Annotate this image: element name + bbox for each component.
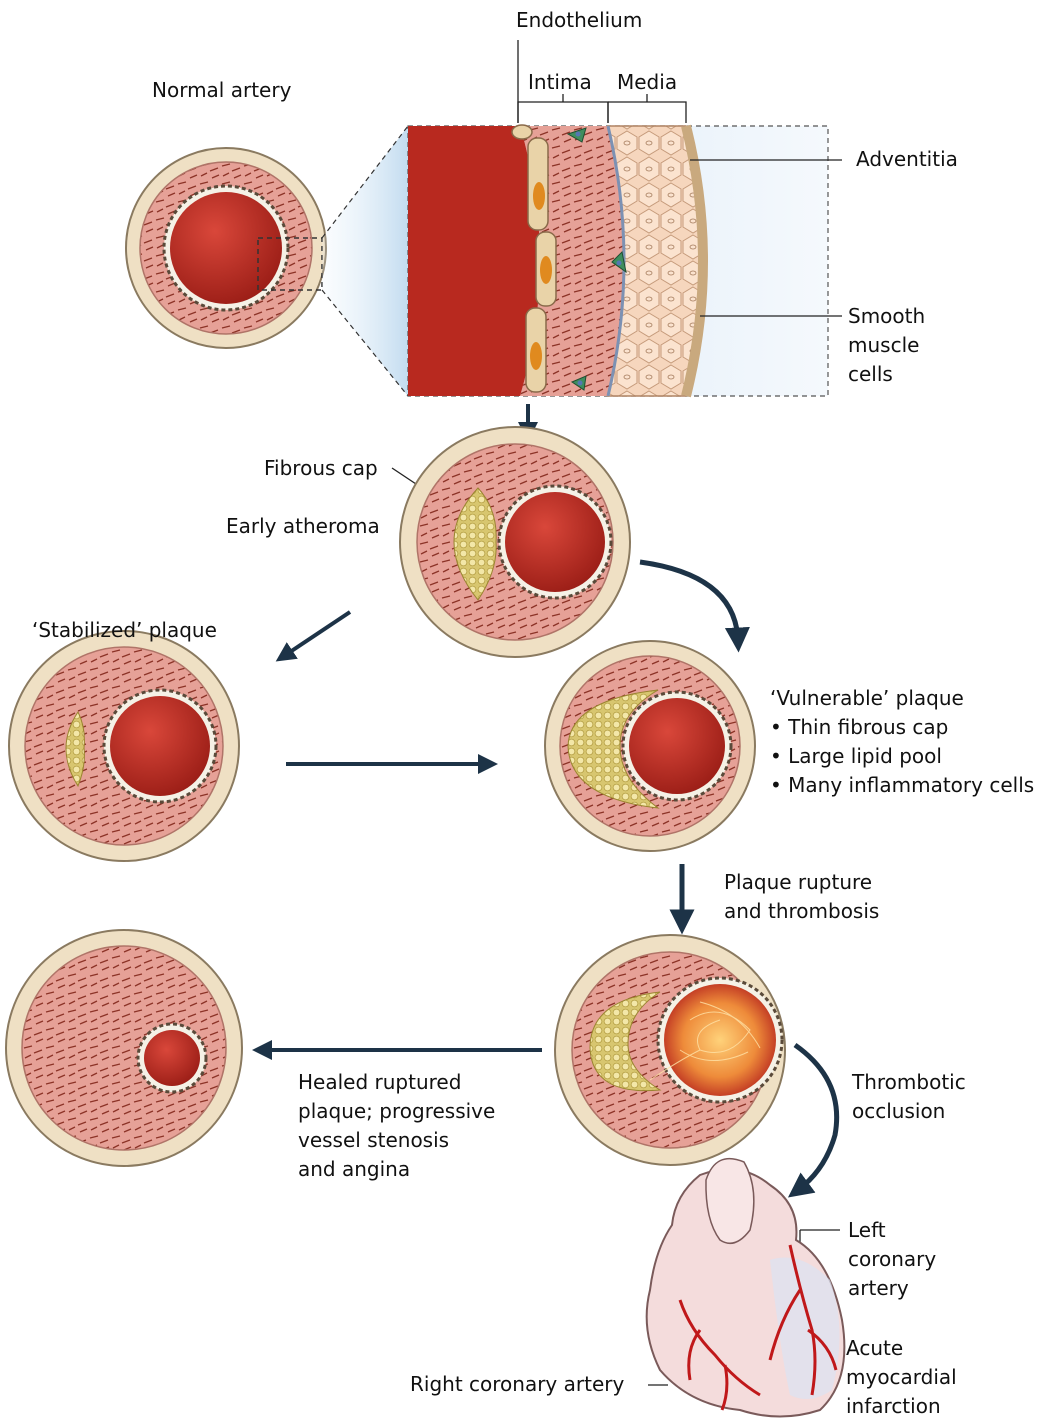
early-atheroma-cross-section bbox=[400, 427, 630, 657]
label-intima: Intima bbox=[528, 68, 592, 97]
arrow-to-occlusion bbox=[795, 1045, 837, 1190]
label-adventitia: Adventitia bbox=[856, 145, 958, 174]
arrow-to-vulnerable bbox=[640, 562, 738, 640]
arrow-to-stabilized bbox=[284, 612, 350, 656]
label-normal-artery: Normal artery bbox=[152, 76, 291, 105]
heart-illustration bbox=[647, 1159, 845, 1417]
zoom-projection bbox=[322, 126, 408, 396]
label-plaque-rupture: Plaque rupture and thrombosis bbox=[724, 868, 879, 926]
feature-item: Many inflammatory cells bbox=[770, 771, 1034, 800]
label-right-coronary-artery: Right coronary artery bbox=[410, 1370, 624, 1399]
feature-item: Large lipid pool bbox=[770, 742, 1034, 771]
label-fibrous-cap: Fibrous cap bbox=[264, 454, 378, 483]
vulnerable-plaque-features: Thin fibrous cap Large lipid pool Many i… bbox=[770, 713, 1034, 800]
label-acute-mi: Acute myocardial infarction bbox=[846, 1334, 957, 1421]
feature-item: Thin fibrous cap bbox=[770, 713, 1034, 742]
label-early-atheroma: Early atheroma bbox=[226, 512, 380, 541]
ruptured-plaque-cross-section bbox=[555, 935, 785, 1165]
stabilized-plaque-cross-section bbox=[9, 631, 239, 861]
label-stabilized-plaque: ‘Stabilized’ plaque bbox=[32, 616, 217, 645]
label-thrombotic-occlusion: Thrombotic occlusion bbox=[852, 1068, 966, 1126]
label-vulnerable-plaque: ‘Vulnerable’ plaque Thin fibrous cap Lar… bbox=[770, 684, 1034, 800]
artery-wall-detail bbox=[408, 125, 828, 396]
label-media: Media bbox=[617, 68, 677, 97]
label-endothelium: Endothelium bbox=[516, 6, 642, 35]
vulnerable-plaque-cross-section bbox=[545, 641, 755, 851]
normal-artery-cross-section bbox=[126, 148, 326, 348]
healed-stenosis-cross-section bbox=[6, 930, 242, 1166]
label-smooth-muscle-cells: Smooth muscle cells bbox=[848, 302, 925, 389]
label-healed-plaque: Healed ruptured plaque; progressive vess… bbox=[298, 1068, 495, 1184]
label-left-coronary-artery: Left coronary artery bbox=[848, 1216, 936, 1303]
